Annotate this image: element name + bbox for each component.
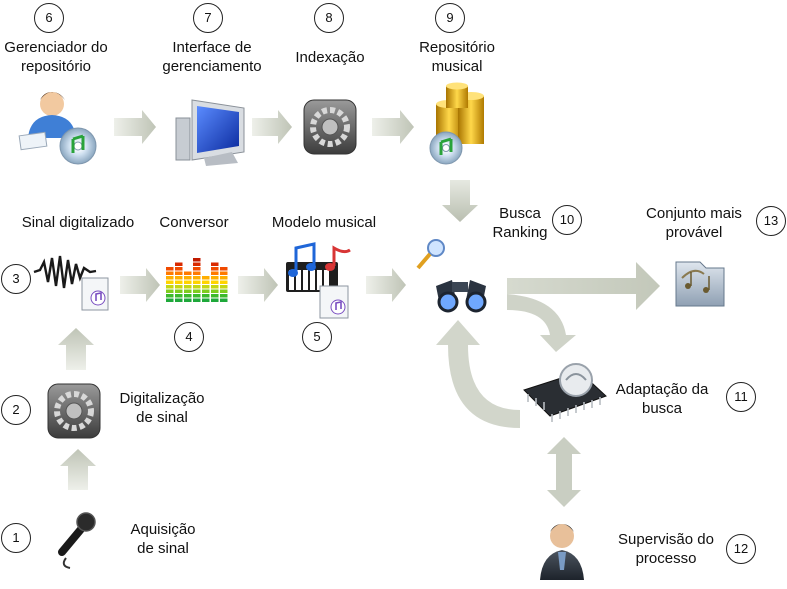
step-number-4: 4: [174, 322, 204, 352]
step-number-8: 8: [314, 3, 344, 33]
arrow-7-to-8: [252, 110, 292, 144]
equalizer-icon: [166, 258, 228, 302]
gears-icon: [303, 99, 357, 155]
binoculars-search-icon: [416, 239, 487, 313]
arrow-11-to-12: [547, 437, 581, 507]
arrow-5-to-10: [366, 268, 406, 302]
supervisor-person-icon: [540, 524, 584, 580]
user-music-icon: [18, 92, 97, 165]
arrow-2-to-3: [58, 328, 94, 370]
arrow-6-to-7: [114, 110, 156, 144]
gears-icon: [47, 383, 101, 439]
arrow-8-to-9: [372, 110, 414, 144]
step-number-6: 6: [34, 3, 64, 33]
step-number-10: 10: [552, 205, 582, 235]
step-number-11: 11: [726, 382, 756, 412]
computer-monitor-icon: [175, 99, 245, 166]
wav-waveform-icon: [33, 255, 109, 311]
step-number-3: 3: [1, 264, 31, 294]
microphone-icon: [58, 512, 96, 569]
chip-processor-icon: [523, 363, 607, 422]
step-number-13: 13: [756, 206, 786, 236]
step-number-1: 1: [1, 523, 31, 553]
label-modelo-musical: Modelo musical: [271, 214, 377, 231]
arrow-3-to-4: [120, 268, 160, 302]
label-indexacao: Indexação: [295, 49, 365, 66]
step-number-9: 9: [435, 3, 465, 33]
step-number-5: 5: [302, 322, 332, 352]
arrow-1-to-2: [60, 449, 96, 490]
step-number-7: 7: [193, 3, 223, 33]
arrow-4-to-5: [238, 268, 278, 302]
arrow-10-to-11: [507, 294, 576, 352]
step-number-2: 2: [1, 395, 31, 425]
step-number-12: 12: [726, 534, 756, 564]
label-conversor: Conversor: [159, 214, 229, 231]
label-sinal-digitalizado: Sinal digitalizado: [21, 214, 135, 231]
arrow-11-to-10: [436, 320, 520, 428]
arrow-10-to-13: [507, 262, 660, 310]
music-folder-icon: [675, 261, 725, 307]
coins-music-icon: [429, 82, 484, 165]
midi-notes-icon: [286, 242, 351, 319]
arrow-9-to-10: [442, 180, 478, 222]
